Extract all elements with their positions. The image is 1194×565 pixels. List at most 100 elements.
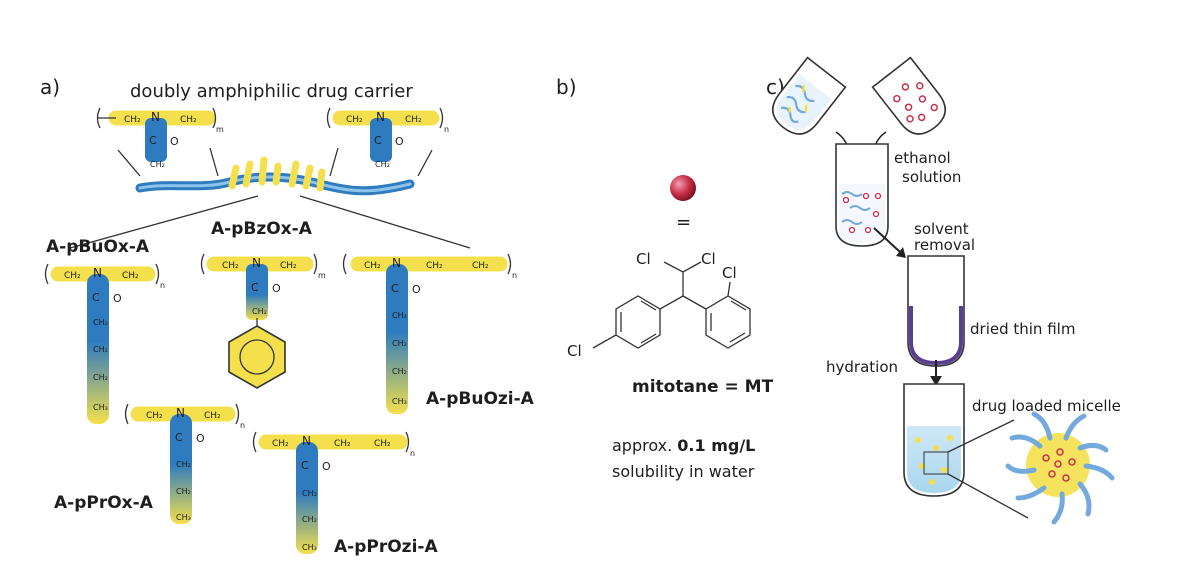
polymer-name: A-pPrOx-A [54,493,154,513]
step-label: drug loaded micelle [972,397,1121,415]
chem-label: O [196,432,205,445]
chem-label: CH₃ [392,397,407,406]
chem-label: m [318,271,326,280]
polymer-name: A-pBuOzi-A [426,389,535,409]
panel-b: b) = Cl Cl Cl Cl mitotane = MT approx. 0… [556,75,774,481]
chem-label: N [302,434,311,448]
polymer-name: A-pPrOzi-A [334,537,438,557]
atom-label: Cl [701,250,716,268]
chem-label: N [252,256,261,270]
chem-label: CH₂ [146,411,163,421]
chem-label: CH₂ [124,115,141,125]
atom-label: Cl [636,250,651,268]
chem-label: CH₂ [302,515,317,524]
step-label: dried thin film [970,320,1075,338]
chem-label: O [272,282,281,295]
panel-a-heading: doubly amphiphilic drug carrier [130,81,413,102]
top-left-repeat-unit: CH₂ N CH₂ C O CH₂ m [96,107,224,169]
chem-label: CH₂ [93,373,108,382]
chem-label: N [176,406,185,420]
atom-label: Cl [567,342,582,360]
chem-label: CH₂ [392,311,407,320]
chem-label: CH₂ [375,160,390,169]
step-label: removal [914,236,975,254]
chem-label: O [170,135,179,148]
chem-label: CH₂ [180,115,197,125]
chem-label: CH₂ [93,318,108,327]
chem-label: CH₂ [150,160,165,169]
chem-label: CH₂ [405,115,422,125]
chem-label: C [175,431,183,444]
chem-label: m [216,125,224,134]
polymer-name: A-pBuOx-A [46,237,150,257]
micelle-zoom-icon [1005,411,1115,525]
chem-label: CH₂ [392,339,407,348]
mitotane-structure: Cl Cl Cl Cl [567,250,751,360]
pBuOzi-structure: CH₂ N CH₂ CH₂ C O CH₂ CH₂ CH₂ CH₃ n [342,253,517,414]
chem-label: O [322,460,331,473]
panel-c: c) [766,56,1121,525]
pBuOx-structure: CH₂ N CH₂ C O CH₂ CH₂ CH₂ CH₃ n [44,263,165,424]
chem-label: CH₂ [204,411,221,421]
chem-label: CH₂ [392,367,407,376]
chem-label: C [374,134,382,147]
chem-label: n [444,125,449,134]
solubility-line-2: solubility in water [612,462,755,481]
chem-label: CH₂ [222,261,239,271]
pPrOzi-structure: CH₂ N CH₂ CH₂ C O CH₂ CH₂ CH₃ n [252,431,415,554]
chem-label: N [392,256,401,270]
chem-label: CH₂ [334,439,351,449]
chem-label: CH₂ [176,460,191,469]
chem-label: n [240,421,245,430]
chem-label: CH₂ [472,261,489,271]
chem-label: CH₂ [252,307,267,316]
chem-label: CH₂ [176,487,191,496]
chem-label: n [512,271,517,280]
mixing-tube-icon [835,143,889,247]
chem-label: CH₂ [346,115,363,125]
pBzOx-structure: CH₂ N CH₂ C O CH₂ m [200,253,326,389]
panel-a: a) doubly amphiphilic drug carrier CH₂ N… [40,75,535,557]
chem-label: n [160,281,165,290]
solubility-line-1: approx. 0.1 mg/L [612,436,755,455]
chem-label: C [301,459,309,472]
step-label: ethanol [894,149,951,167]
film-tube-icon [907,255,965,367]
pPrOx-structure: CH₂ N CH₂ C O CH₂ CH₂ CH₃ n [124,403,245,524]
chem-label: CH₃ [93,403,108,412]
step-label: solution [902,168,961,186]
chem-label: CH₂ [64,271,81,281]
chem-label: N [151,110,160,124]
chem-label: CH₂ [302,489,317,498]
chem-label: C [149,134,157,147]
chem-label: C [251,281,259,294]
chem-label: CH₃ [176,513,191,522]
chem-label: CH₂ [364,261,381,271]
equals-sign: = [676,212,691,233]
panel-b-label: b) [556,75,577,99]
step-label: solvent [914,220,969,238]
chem-label: O [395,135,404,148]
polymer-name: A-pBzOx-A [211,219,313,239]
chem-label: CH₂ [280,261,297,271]
polymer-tube-icon [772,56,847,135]
chem-label: O [113,292,122,305]
drug-tube-icon [871,56,946,135]
chem-label: n [410,449,415,458]
micelle-tube-icon [903,383,965,497]
panel-a-label: a) [40,75,60,99]
atom-label: Cl [722,264,737,282]
chem-label: N [93,266,102,280]
chem-label: CH₃ [302,543,317,552]
step-label: hydration [826,358,898,376]
chem-label: C [391,282,399,295]
carrier-backbone [135,156,415,196]
chem-label: C [92,291,100,304]
chem-label: CH₂ [272,439,289,449]
drug-molecule-icon [670,175,696,201]
top-right-repeat-unit: CH₂ N CH₂ C O CH₂ n [326,107,449,169]
chem-label: CH₂ [426,261,443,271]
chem-label: CH₂ [122,271,139,281]
